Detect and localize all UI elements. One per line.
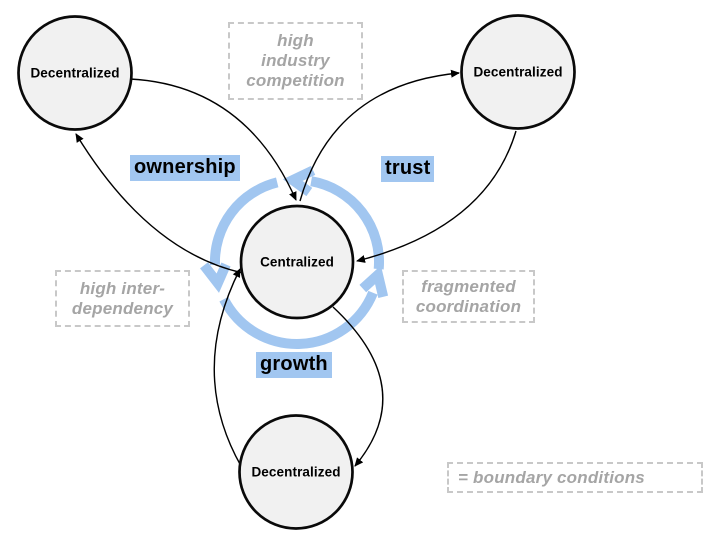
cycle-chevron-up-icon	[359, 265, 389, 298]
arrow-center-to-bottom	[332, 306, 384, 467]
boundary-box-industry-competition: high industry competition	[228, 22, 363, 100]
node-label-center: Centralized	[260, 254, 334, 270]
node-circle-top-right	[460, 14, 576, 130]
flow-label-ownership: ownership	[130, 155, 240, 181]
boundary-box-fragmented-coordination: fragmented coordination	[402, 270, 535, 323]
flow-label-growth: growth	[256, 352, 332, 378]
node-label-top-right: Decentralized	[473, 64, 563, 80]
cycle-ring-segment-top-left	[209, 177, 279, 266]
node-label-top-left: Decentralized	[30, 65, 120, 81]
arrow-bottom-to-center	[213, 268, 242, 467]
node-label-bottom: Decentralized	[251, 464, 341, 480]
node-circle-center	[239, 204, 355, 320]
flow-label-trust: trust	[381, 156, 435, 182]
node-circle-top-left	[17, 15, 133, 131]
arrow-topright-to-center	[356, 130, 517, 263]
cycle-chevron-down-icon	[200, 262, 231, 293]
cycle-ring-segment-bottom	[219, 290, 378, 349]
node-circle-bottom	[238, 414, 354, 530]
boundary-box-interdependency: high inter- dependency	[55, 270, 190, 327]
arrow-topleft-to-center	[129, 78, 297, 201]
arrow-center-to-topright	[299, 69, 460, 202]
legend-boundary-conditions: = boundary conditions	[447, 462, 703, 493]
cycle-ring-segment-right-top	[310, 176, 385, 270]
arrow-center-to-topleft	[75, 133, 244, 274]
